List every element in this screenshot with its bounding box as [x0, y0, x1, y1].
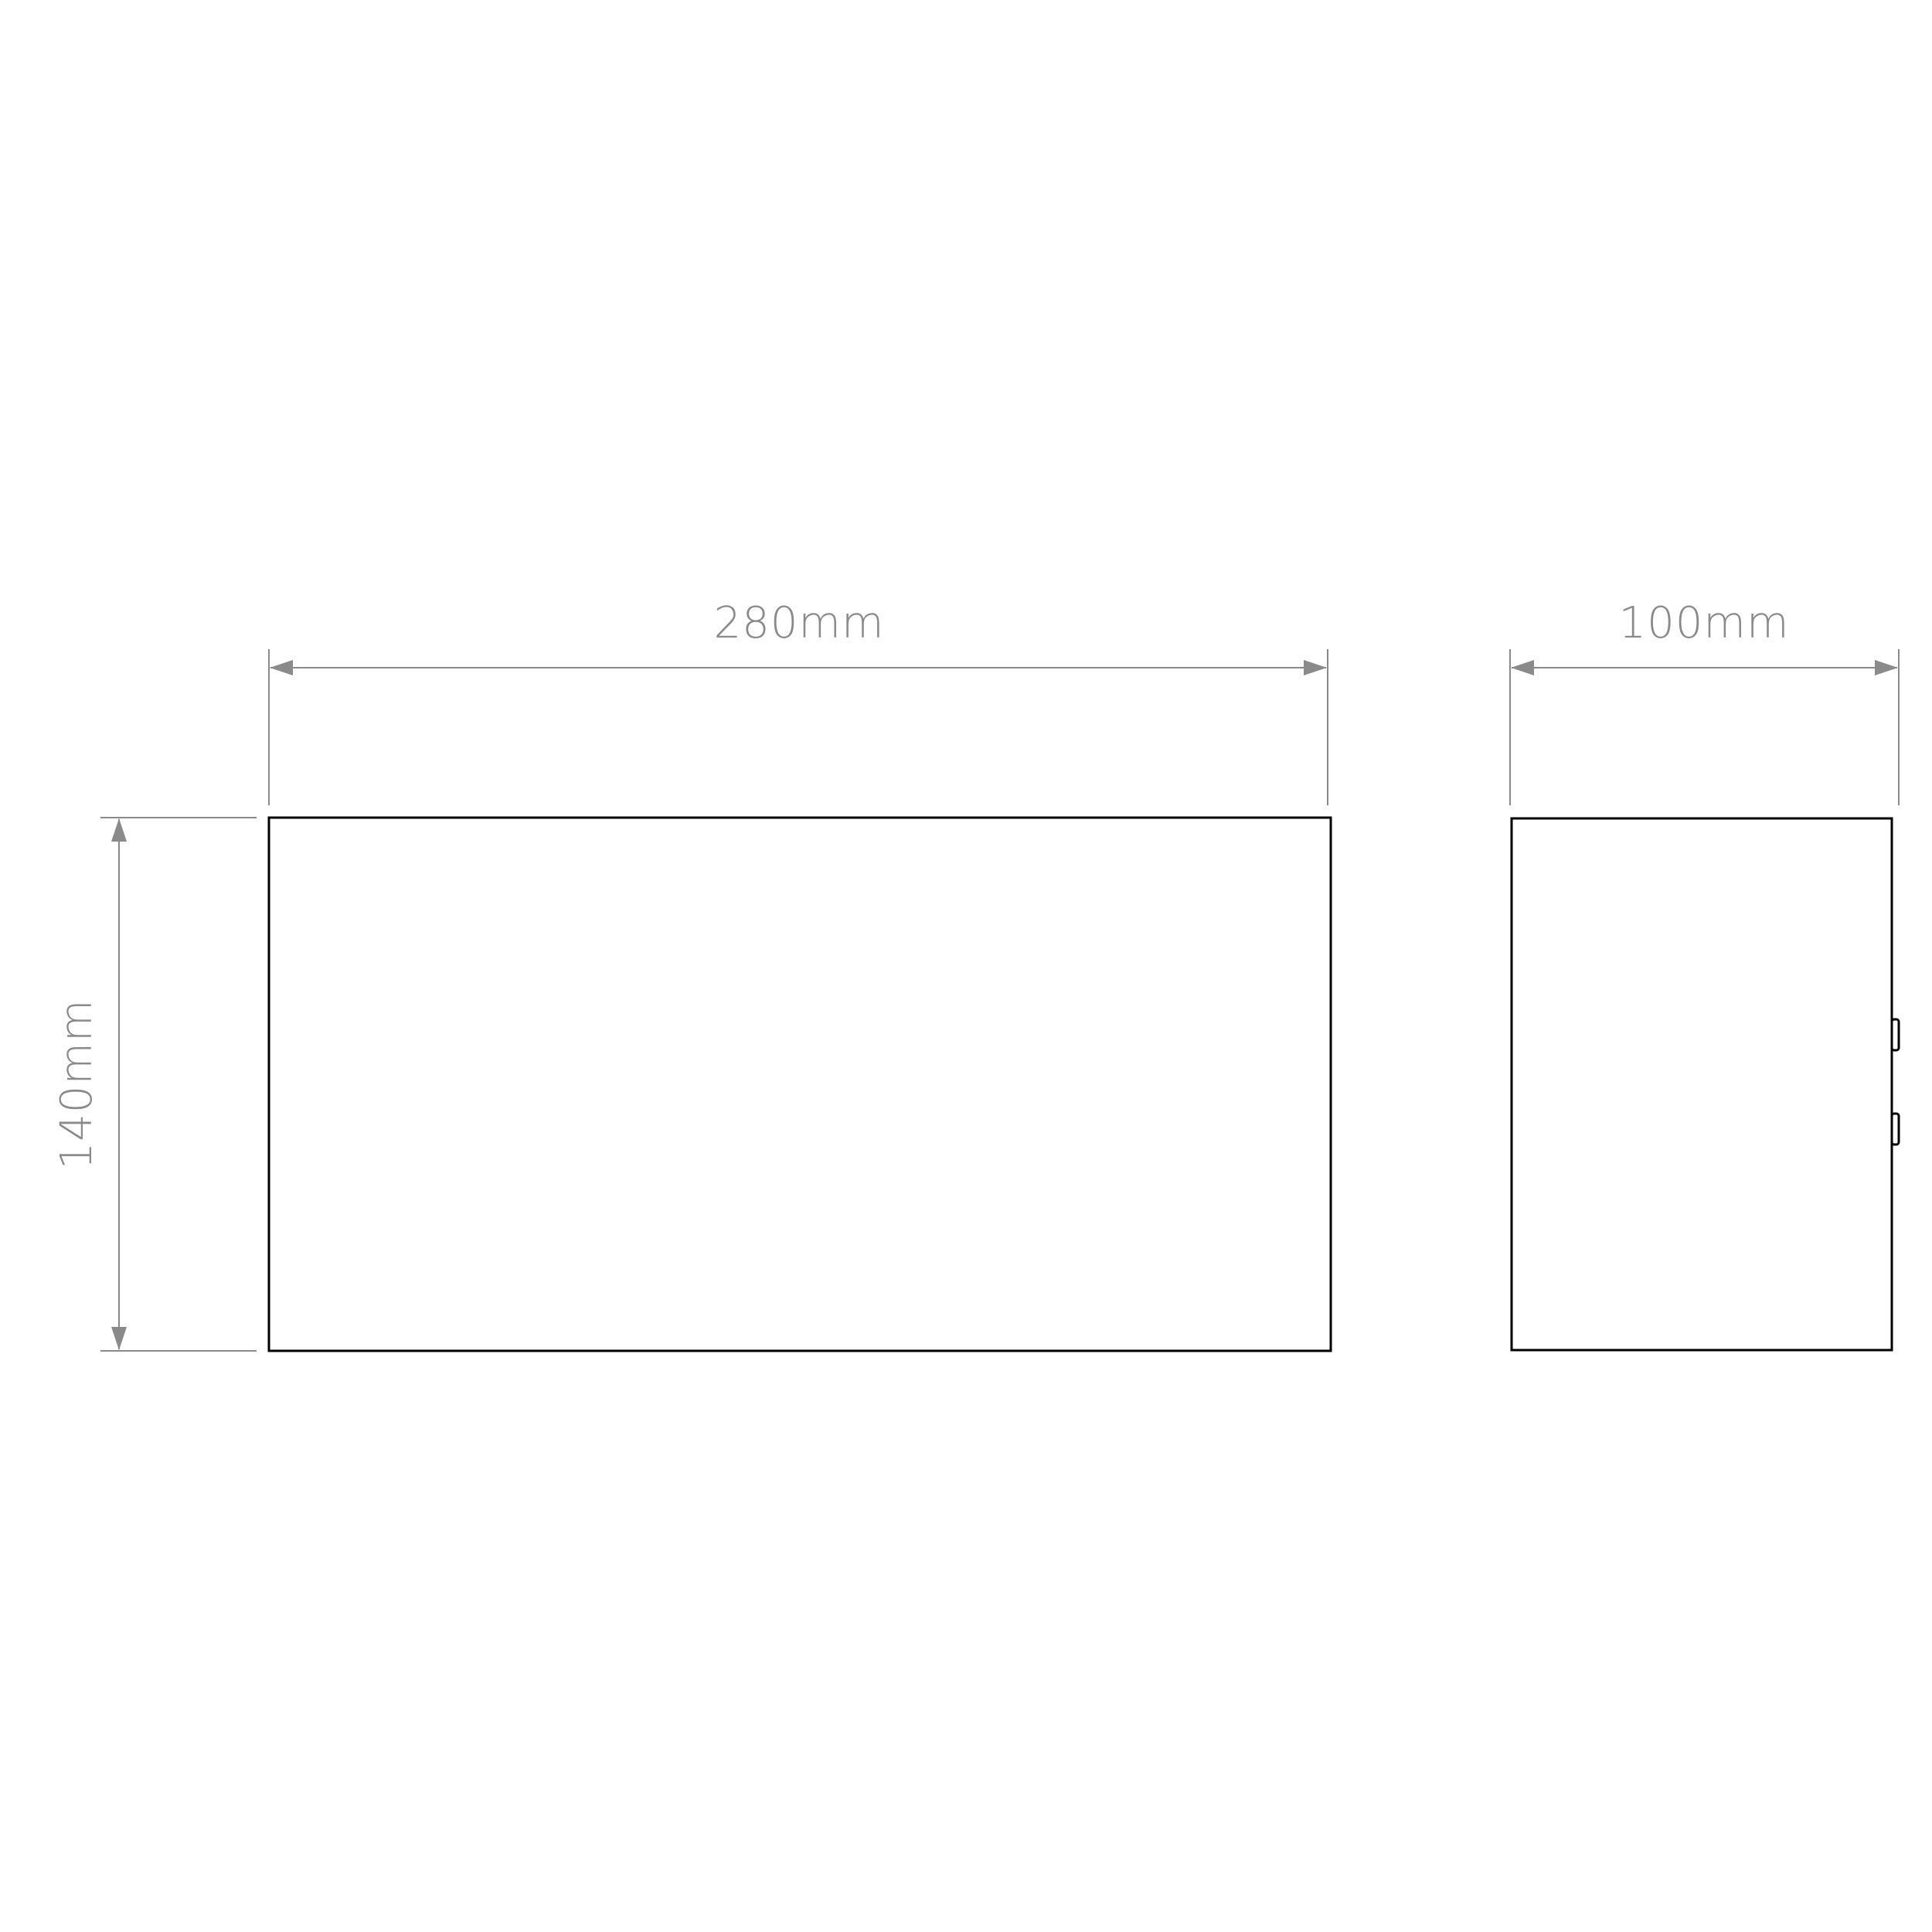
side-depth-dimension	[1509, 649, 1900, 805]
side-mounting-tab-upper	[1890, 1018, 1900, 1052]
height-label: 140mm	[52, 999, 102, 1170]
side-depth-label: 100mm	[1619, 598, 1790, 648]
height-dimension	[100, 817, 257, 1352]
side-mounting-tab-lower	[1890, 1112, 1900, 1146]
front-width-label: 280mm	[714, 598, 885, 648]
front-view-outline	[267, 816, 1332, 1352]
front-width-dimension	[268, 649, 1328, 805]
side-view-outline	[1510, 817, 1893, 1352]
side-view	[1510, 817, 1900, 1352]
